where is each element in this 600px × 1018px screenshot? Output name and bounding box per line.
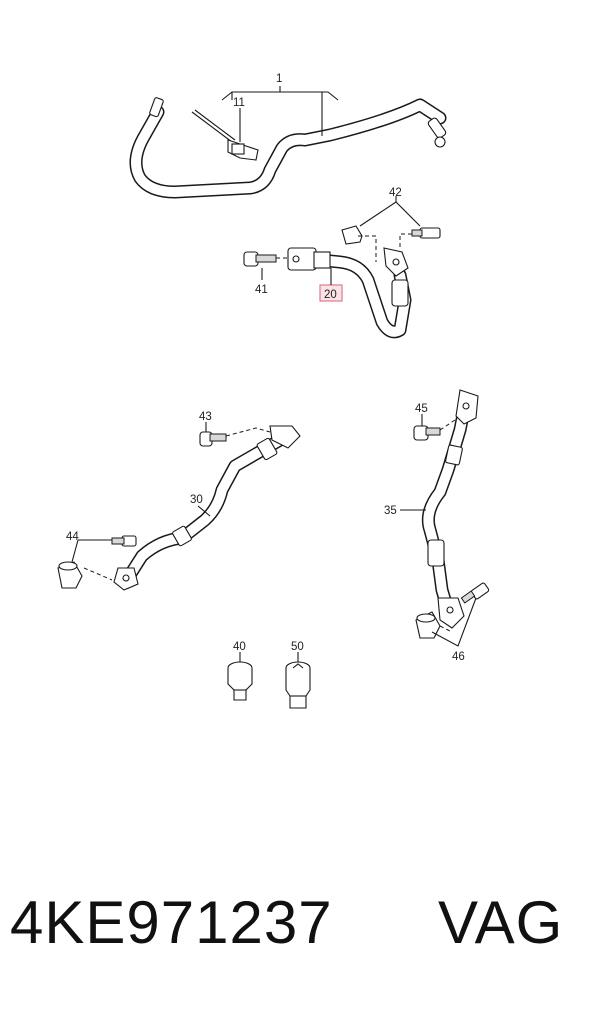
bolt-45 — [413, 425, 441, 441]
callout-11: 11 — [233, 97, 245, 109]
cable-30 — [113, 425, 301, 591]
fasteners-44 — [57, 535, 137, 589]
cable-20 — [287, 247, 412, 339]
callout-35: 35 — [384, 505, 397, 517]
callout-30: 30 — [190, 494, 203, 506]
callout-46: 46 — [452, 651, 465, 663]
callout-41: 41 — [255, 284, 268, 296]
callout-50: 50 — [291, 641, 304, 653]
bolt-50 — [285, 661, 311, 709]
cable-35 — [421, 389, 479, 629]
bolt-41 — [243, 251, 277, 267]
callout-45: 45 — [415, 403, 428, 415]
callout-44: 44 — [66, 531, 79, 543]
fasteners-46 — [415, 582, 490, 639]
callout-1: 1 — [276, 73, 282, 85]
callout-20: 20 — [324, 289, 337, 301]
brand-name: VAG — [438, 889, 564, 956]
callout-43: 43 — [199, 411, 212, 423]
bolt-43 — [199, 431, 227, 447]
cable-assembly-1 — [129, 97, 447, 199]
callout-42: 42 — [389, 187, 402, 199]
fasteners-42 — [341, 225, 441, 245]
nut-40 — [227, 661, 253, 701]
callout-40: 40 — [233, 641, 246, 653]
part-number: 4KE971237 — [10, 889, 333, 956]
